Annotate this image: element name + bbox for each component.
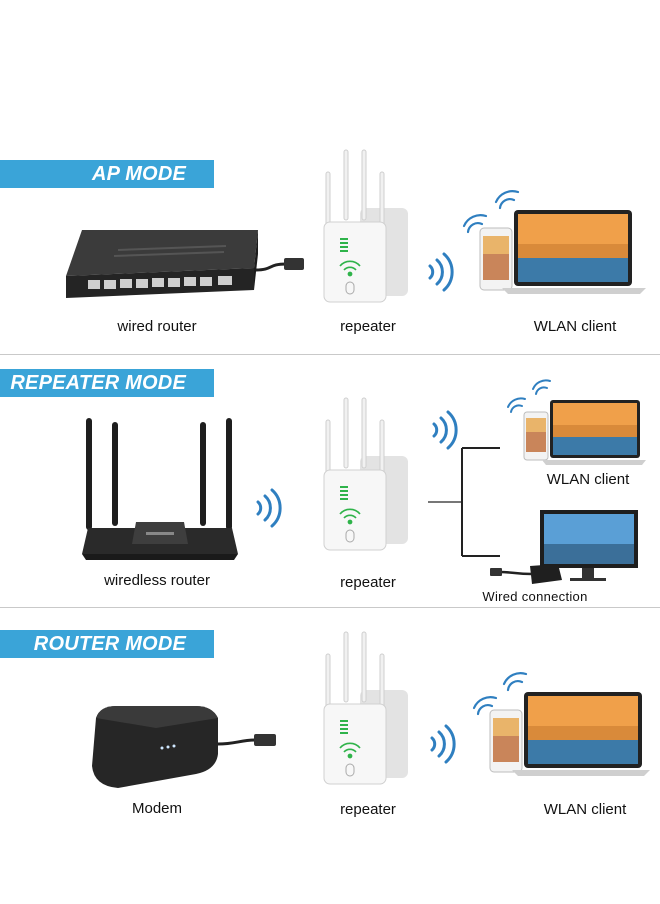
wired-router-label: wired router [117,318,197,335]
laptop-icon [512,692,650,776]
wifi-waves-icon [430,724,456,764]
ethernet-plug-icon [284,258,304,270]
wired-connection-label: Wired connection [482,589,588,604]
laptop-icon [542,400,646,465]
phone-icon [523,411,549,461]
wifi-waves-icon [256,488,282,528]
monitor-icon [540,510,638,581]
repeater-icon [323,149,408,303]
laptop-icon [502,210,646,294]
connection-bracket [428,447,500,557]
modem-icon [92,706,276,788]
wifi-signal-icon [339,260,361,277]
wlan-client-devices-icon [462,190,646,294]
wlan-client-label-1: WLAN client [533,318,617,335]
repeater-label-3: repeater [340,801,396,818]
wired-client-devices-icon [490,510,638,584]
modem-label: Modem [131,800,183,817]
wireless-router-icon [82,418,238,560]
wlan-client-devices-icon [507,379,646,465]
section-divider-1 [0,354,660,355]
wlan-client-label-3: WLAN client [543,801,627,818]
repeater-label-2: repeater [340,574,396,591]
wifi-signal-icon [339,742,361,759]
wifi-signal-icon [472,672,528,716]
section-divider-2 [0,607,660,608]
ethernet-plug-icon [254,734,276,746]
router-mode-banner: ROUTER MODE [0,630,214,658]
wireless-router-label: wiredless router [104,572,210,589]
wired-router-icon [66,230,304,298]
repeater-label-1: repeater [340,318,396,335]
repeater-icon [323,631,408,785]
ethernet-plug-icon [490,568,502,576]
repeater-icon [323,397,408,551]
phone-icon [479,227,513,291]
wlan-client-devices-icon [472,672,650,776]
repeater-mode-banner: REPEATER MODE [0,369,214,397]
phone-icon [489,709,523,773]
wifi-signal-icon [462,190,520,234]
wifi-signal-icon [339,508,361,525]
wlan-client-label-2: WLAN client [546,471,630,488]
wifi-signal-icon [507,379,551,413]
ap-mode-banner: AP MODE [0,160,214,188]
wifi-waves-icon [428,252,454,292]
wifi-waves-icon [432,410,458,450]
